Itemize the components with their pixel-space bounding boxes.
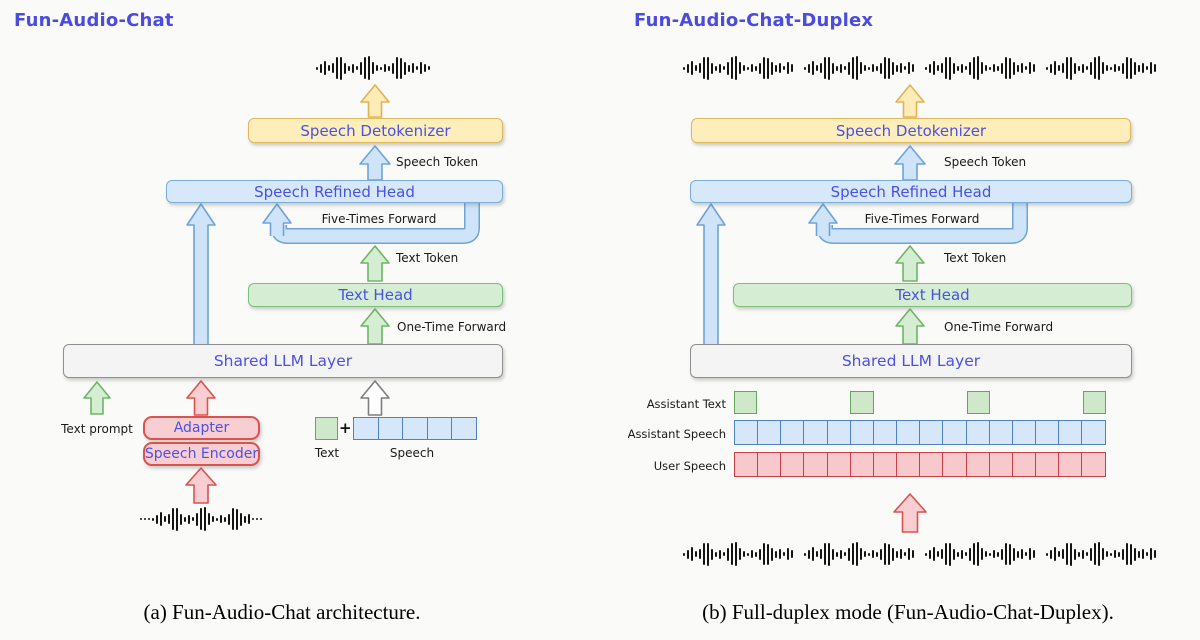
left-diagram-title: Fun-Audio-Chat: [14, 10, 174, 31]
audio-waveform-icon: [140, 506, 262, 532]
text-token-label: Text Token: [396, 251, 459, 265]
speech-encoder-box: Speech Encoder: [143, 442, 260, 466]
five-times-forward-label: Five-Times Forward: [321, 212, 437, 226]
shared-llm-layer-box: Shared LLM Layer: [690, 344, 1132, 378]
one-time-arrow-icon: [360, 308, 390, 345]
adapter-up-arrow-icon: [186, 380, 216, 416]
speech-detokenizer-box: Speech Detokenizer: [248, 118, 503, 143]
one-time-arrow-icon: [895, 308, 925, 345]
assistant-speech-label: Assistant Speech: [627, 427, 726, 441]
tokens-up-arrow-icon: [360, 380, 390, 416]
speech-token-row: [353, 417, 477, 440]
speech-label: Speech: [389, 446, 435, 460]
audio-waveform-icon: [683, 541, 1156, 567]
text-token-arrow-icon: [895, 245, 925, 282]
user-speech-input-arrow-icon: [893, 493, 927, 533]
text-label: Text: [314, 446, 340, 460]
tall-blue-arrow-icon: [696, 203, 726, 346]
plus-sign: +: [339, 419, 352, 437]
assistant-text-label: Assistant Text: [646, 397, 726, 411]
assistant-text-row: [734, 391, 1106, 414]
text-head-box: Text Head: [248, 283, 503, 307]
caption-a: (a) Fun-Audio-Chat architecture.: [143, 600, 421, 624]
speech-token-label: Speech Token: [944, 155, 1027, 169]
text-token-arrow-icon: [360, 245, 390, 282]
caption-b: (b) Full-duplex mode (Fun-Audio-Chat-Dup…: [702, 600, 1114, 624]
shared-llm-layer-box: Shared LLM Layer: [63, 344, 503, 378]
text-token-square: [315, 417, 338, 440]
encoder-input-arrow-icon: [185, 467, 217, 504]
speech-token-arrow-icon: [894, 145, 926, 181]
five-times-forward-label: Five-Times Forward: [864, 212, 980, 226]
text-token-label: Text Token: [944, 251, 1007, 265]
speech-refined-head-box: Speech Refined Head: [690, 180, 1132, 203]
adapter-box: Adapter: [143, 416, 260, 440]
text-prompt-arrow-icon: [83, 381, 111, 415]
speech-refined-head-box: Speech Refined Head: [166, 180, 503, 203]
one-time-forward-label: One-Time Forward: [944, 320, 1054, 334]
user-speech-label: User Speech: [653, 459, 726, 473]
speech-detokenizer-box: Speech Detokenizer: [691, 118, 1131, 143]
text-head-box: Text Head: [733, 283, 1132, 307]
tall-blue-arrow-icon: [186, 203, 216, 346]
up-arrow-yellow-icon: [895, 84, 925, 118]
audio-waveform-icon: [316, 55, 430, 81]
user-speech-row: [734, 452, 1106, 477]
speech-token-label: Speech Token: [396, 155, 479, 169]
text-prompt-label: Text prompt: [61, 422, 133, 436]
audio-waveform-icon: [683, 55, 1156, 81]
up-arrow-yellow-icon: [360, 84, 390, 118]
assistant-speech-row: [734, 420, 1106, 445]
right-diagram-title: Fun-Audio-Chat-Duplex: [634, 10, 874, 31]
speech-token-arrow-icon: [359, 145, 391, 181]
one-time-forward-label: One-Time Forward: [397, 320, 507, 334]
